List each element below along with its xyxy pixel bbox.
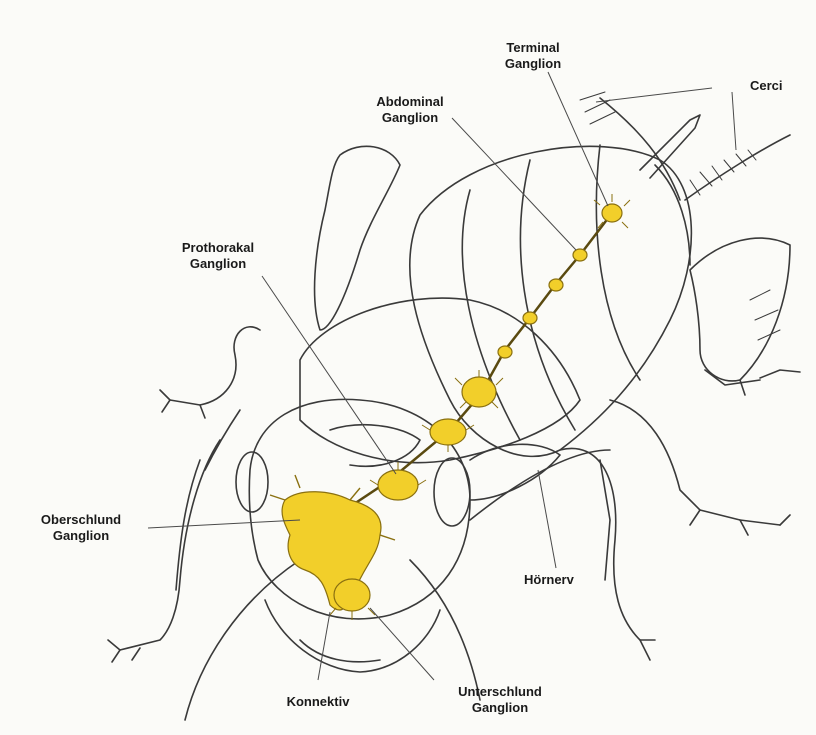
antenna-far-right: [470, 450, 610, 520]
leader-konnektiv: [318, 612, 330, 680]
label-oberschlund-line2: Ganglion: [14, 528, 148, 544]
label-abdominal-line1: Abdominal: [340, 94, 480, 110]
label-terminal-line2: Ganglion: [468, 56, 598, 72]
ganglia-group: [270, 204, 622, 611]
prothorakal-ganglion: [378, 470, 418, 500]
front-leg-right: [560, 448, 640, 640]
abdominal-ganglion: [523, 312, 537, 324]
hind-leg-right: [690, 238, 790, 381]
terminal-ganglion: [602, 204, 622, 222]
abdominal-ganglion: [573, 249, 587, 261]
label-terminal-ganglion: Terminal Ganglion: [468, 40, 598, 72]
leader-hoernerv: [538, 470, 556, 568]
label-konnektiv: Konnektiv: [262, 694, 374, 710]
label-cerci: Cerci: [750, 78, 783, 94]
label-oberschlund-line1: Oberschlund: [14, 512, 148, 528]
abdomen-tip: [655, 165, 690, 265]
leader-terminal: [548, 72, 608, 206]
leader-oberschlund: [148, 520, 300, 528]
tympanal-tube: [470, 444, 560, 500]
label-unterschlund-line1: Unterschlund: [430, 684, 570, 700]
leader-cerci: [732, 92, 736, 150]
label-abdominal-ganglion: Abdominal Ganglion: [340, 94, 480, 126]
label-unterschlund-ganglion: Unterschlund Ganglion: [430, 684, 570, 716]
label-prothorakal-ganglion: Prothorakal Ganglion: [148, 240, 288, 272]
label-abdominal-line2: Ganglion: [340, 110, 480, 126]
abdominal-ganglion: [549, 279, 563, 291]
antenna-right: [410, 560, 480, 700]
leader-cerci: [596, 88, 712, 102]
label-hoernerv: Hörnerv: [524, 572, 574, 588]
unterschlund-ganglion: [334, 579, 370, 611]
abdominal-ganglion: [498, 346, 512, 358]
thoracic-ganglion-3: [462, 377, 496, 407]
label-prothorakal-line1: Prothorakal: [148, 240, 288, 256]
label-unterschlund-line2: Ganglion: [430, 700, 570, 716]
leader-prothorakal: [262, 276, 396, 474]
cercus-right: [685, 135, 790, 200]
thoracic-ganglion-2: [430, 419, 466, 445]
hind-leg-left: [315, 146, 400, 330]
abdomen-segment-line: [596, 145, 640, 380]
label-prothorakal-line2: Ganglion: [148, 256, 288, 272]
leader-abdominal: [452, 118, 576, 250]
mid-leg-right: [610, 400, 780, 525]
mid-leg-left: [170, 327, 260, 405]
label-terminal-line1: Terminal: [468, 40, 598, 56]
label-oberschlund-ganglion: Oberschlund Ganglion: [14, 512, 148, 544]
ventral-nerve-cord: [330, 213, 612, 520]
nerve-cord: [330, 213, 612, 520]
abdomen-outline: [410, 146, 692, 456]
front-leg-left: [120, 440, 220, 650]
eye-right: [434, 458, 470, 526]
